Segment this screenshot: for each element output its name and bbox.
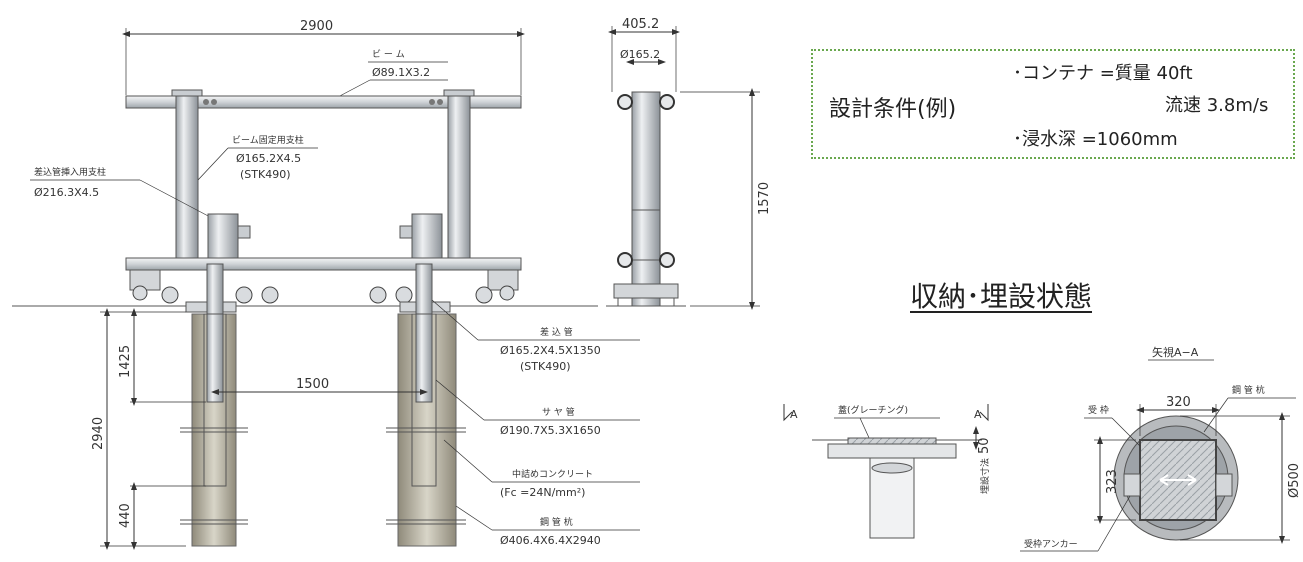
beam-spec: Ø89.1X3.2 (372, 66, 430, 79)
post-material: (STK490) (240, 168, 291, 181)
dim-2940: 2940 (91, 417, 106, 450)
lid-label: 蓋(グレーチング) (838, 404, 908, 416)
pit-frame (827, 443, 957, 459)
steel-pile-spec: Ø406.4X6.4X2940 (500, 534, 601, 547)
post-right (447, 91, 471, 263)
dim-500: Ø500 (1287, 463, 1302, 498)
frame-label: 受 枠 (1088, 404, 1109, 416)
sleeve-right (411, 313, 437, 487)
insert-pipe-spec: Ø165.2X4.5X1350 (500, 344, 601, 357)
condition-line-1: ･コンテナ =質量 40ft (1013, 63, 1193, 84)
design-conditions-box: 設計条件(例) ･コンテナ =質量 40ft 流速 3.8m/s ･浸水深 =1… (811, 49, 1295, 159)
lower-beam (125, 257, 522, 271)
concrete-label: 中詰めコンクリート (512, 468, 593, 480)
storage-title: 収納･埋設状態 (910, 280, 1093, 313)
dim-405: 405.2 (622, 17, 659, 32)
beam-label: ビ ー ム (372, 49, 405, 60)
anchor-label: 受枠アンカー (1024, 538, 1078, 550)
insert-pipe-left (206, 263, 224, 403)
side-clamps (617, 94, 675, 268)
steel-pipe-label: 鋼 管 杭 (1232, 384, 1265, 396)
dim-1425: 1425 (118, 345, 133, 378)
insert-post-spec: Ø216.3X4.5 (34, 186, 99, 199)
dim-320: 320 (1166, 395, 1191, 410)
post-spec: Ø165.2X4.5 (236, 152, 301, 165)
embed-dim-label: 埋設寸法 (979, 458, 991, 494)
post-label: ビーム固定用支柱 (232, 134, 304, 146)
embed-dim: 50 (977, 437, 992, 454)
insert-post-right (411, 213, 443, 265)
condition-line-2: 流速 3.8m/s (1165, 95, 1269, 116)
section-a-left: A (790, 408, 798, 421)
insert-post-left (207, 213, 239, 265)
insert-pipe-right (415, 263, 433, 403)
insert-pipe-material: (STK490) (520, 360, 571, 373)
front-view: 2900 ビ ー ム Ø89.1X3.2 ビーム固定用支柱 Ø165.2X4.5… (12, 19, 640, 550)
dim-2900: 2900 (300, 19, 333, 34)
concrete-spec: (Fc =24N/mm²) (500, 486, 585, 499)
wheels (132, 285, 515, 304)
side-pipe (631, 91, 661, 307)
dim-165: Ø165.2 (620, 48, 660, 61)
insert-pipe-label: 差 込 管 (540, 326, 573, 338)
top-beam (125, 95, 522, 109)
storage-section: A A 蓋(グレーチング) 埋設寸法 50 (783, 404, 992, 539)
insert-post-label: 差込管挿入用支柱 (34, 166, 106, 178)
sleeve-left (203, 313, 227, 487)
sleeve-label: サ ヤ 管 (542, 406, 575, 418)
post-left (175, 91, 199, 263)
sleeve-spec: Ø190.7X5.3X1650 (500, 424, 601, 437)
steel-pile-label: 鋼 管 杭 (540, 516, 573, 528)
dim-1500: 1500 (296, 377, 329, 392)
condition-line-3: ･浸水深 =1060mm (1013, 129, 1178, 150)
conditions-title: 設計条件(例) (829, 97, 957, 122)
dim-440: 440 (118, 503, 133, 528)
plan-view-a-a: 矢視A−A 320 鋼 管 杭 受 枠 323 Ø500 受枠アンカー (1020, 345, 1302, 552)
section-a-right: A (974, 408, 982, 421)
dim-323: 323 (1105, 469, 1120, 494)
dim-1570: 1570 (757, 182, 772, 215)
side-view: 405.2 Ø165.2 1570 (606, 17, 772, 310)
view-label: 矢視A−A (1152, 345, 1199, 359)
